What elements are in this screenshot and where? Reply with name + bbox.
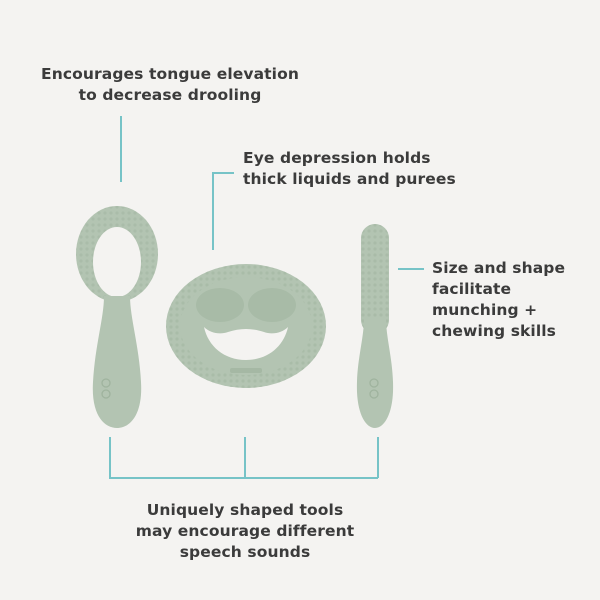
- connector-line-face-vertical: [212, 172, 214, 250]
- caption-line: Eye depression holds: [243, 149, 431, 167]
- oval-face-teether-icon: [166, 264, 326, 388]
- caption-line: Uniquely shaped tools: [146, 501, 344, 519]
- caption-line: may encourage different: [135, 522, 355, 540]
- caption-line: facilitate: [432, 280, 512, 298]
- connector-line-stick: [398, 268, 424, 270]
- caption-tongue-elevation: Encourages tongue elevation to decrease …: [40, 64, 300, 106]
- caption-line: Size and shape: [432, 259, 566, 277]
- bracket-middle-vertical: [244, 437, 246, 478]
- caption-line: munching +: [432, 301, 538, 319]
- caption-line: Encourages tongue elevation: [41, 65, 299, 83]
- caption-eye-depression: Eye depression holds thick liquids and p…: [243, 148, 483, 190]
- connector-line-face-horizontal: [212, 172, 234, 174]
- bracket-right-vertical: [377, 437, 379, 478]
- caption-line: chewing skills: [432, 322, 556, 340]
- bracket-bottom-horizontal: [109, 477, 378, 479]
- caption-line: speech sounds: [179, 543, 311, 561]
- connector-line-loop: [120, 116, 122, 182]
- caption-line: to decrease drooling: [78, 86, 262, 104]
- textured-stick-tool-icon: [356, 224, 394, 428]
- bracket-left-vertical: [109, 437, 111, 478]
- caption-size-shape: Size and shape facilitate munching + che…: [432, 258, 592, 342]
- loop-tool-icon: [76, 206, 158, 428]
- caption-line: thick liquids and purees: [243, 170, 456, 188]
- caption-speech-sounds: Uniquely shaped tools may encourage diff…: [100, 500, 390, 563]
